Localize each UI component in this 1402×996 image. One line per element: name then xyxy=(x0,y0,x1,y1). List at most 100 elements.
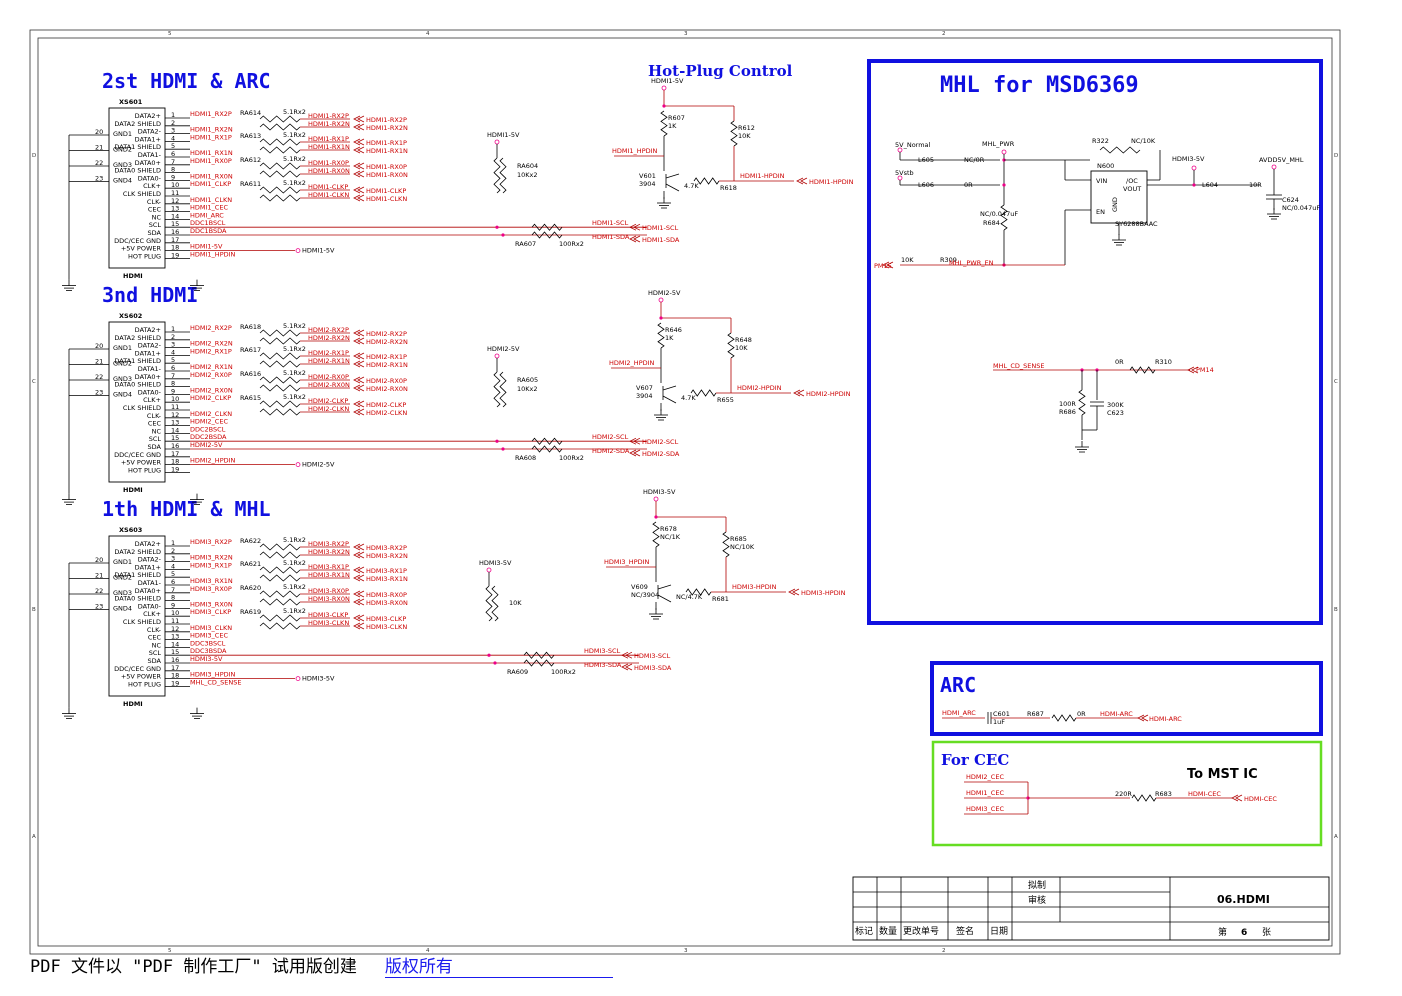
pin-name: DATA1 SHIELD xyxy=(114,571,161,579)
pin-net-label: HDMI3_RX2P xyxy=(190,538,232,546)
resistor-zigzag xyxy=(531,437,563,445)
resistor-array-value: 5.1Rx2 xyxy=(283,393,306,401)
pin-number: 18 xyxy=(171,458,179,466)
gnd-pin-name: GND1 xyxy=(113,344,132,352)
pin-number: 17 xyxy=(171,236,179,244)
arc-box xyxy=(930,661,1323,736)
resistor-array-ref: RA620 xyxy=(240,584,261,592)
offpage-net-label: HDMI3-CLKP xyxy=(366,615,406,623)
outer-frame xyxy=(29,29,1341,955)
mhl-part: L605 xyxy=(918,156,934,164)
pin-number: 1 xyxy=(171,111,175,119)
gnd-pin-name: GND4 xyxy=(113,605,132,613)
supply-label: HDMI3-5V xyxy=(302,675,335,683)
offpage-arrow xyxy=(353,614,365,622)
resistor-zigzag xyxy=(259,376,301,384)
pin-number: 3 xyxy=(171,127,175,135)
offpage-arrow xyxy=(788,588,800,596)
gnd-pin-name: GND4 xyxy=(113,177,132,185)
pin-name: DATA0- xyxy=(138,388,162,396)
resistor-array-value: 5.1Rx2 xyxy=(283,179,306,187)
connector-label: HDMI xyxy=(123,486,143,494)
gnd-pin-number: 21 xyxy=(95,144,103,152)
pin-number: 6 xyxy=(171,364,175,372)
zone-row: A xyxy=(32,834,36,840)
test-point xyxy=(1001,149,1007,155)
arc-part: 1uF xyxy=(993,718,1005,726)
mhl-net: 5V_Normal xyxy=(895,141,931,149)
offpage-arrow xyxy=(353,329,365,337)
junction-dot xyxy=(659,316,663,320)
pin-number: 16 xyxy=(171,656,179,664)
tb-drawing-name: 06.HDMI xyxy=(1217,893,1270,906)
zone-row: D xyxy=(1334,153,1338,159)
mhl-net: MHL_PWR_EN xyxy=(949,259,994,267)
supply-label: HDMI1-5V xyxy=(302,247,335,255)
resistor-zigzag xyxy=(259,146,301,154)
hotplug-hpdin-label: HDMI3_HPDIN xyxy=(604,558,650,566)
resistor-zigzag xyxy=(727,332,735,359)
offpage-arrow xyxy=(353,194,365,202)
test-point xyxy=(1191,165,1197,171)
offpage-arrow xyxy=(353,352,365,360)
tb-date: 日期 xyxy=(990,926,1008,937)
mhl-net: PM15 xyxy=(874,262,892,270)
offpage-net-label: HDMI3-RX2N xyxy=(366,552,408,560)
arc-part: 0R xyxy=(1077,710,1086,718)
ic-pin: EN xyxy=(1096,208,1105,216)
gnd-pin-name: GND3 xyxy=(113,375,132,383)
arc-title: ARC xyxy=(940,673,976,697)
arc-net: HDMI-ARC xyxy=(1149,715,1182,723)
out-net-label: HDMI3-RX2N xyxy=(308,548,350,556)
gnd-pin-number: 22 xyxy=(95,587,103,595)
pin-name: DATA2- xyxy=(138,128,162,136)
pin-name: CLK+ xyxy=(143,610,161,618)
pin-number: 2 xyxy=(171,547,175,555)
pullup-supply-label: HDMI1-5V xyxy=(487,131,520,139)
mhl-title: MHL for MSD6369 xyxy=(940,73,1139,98)
pin-net-label: DDC2BSDA xyxy=(190,433,227,441)
mhl-net: 5Vstb xyxy=(895,169,914,177)
tb-review: 审核 xyxy=(1028,894,1046,906)
resistor-array-value: 5.1Rx2 xyxy=(283,559,306,567)
pin-net-label: HDMI2_RX1P xyxy=(190,347,232,355)
resistor-zigzag xyxy=(259,337,301,345)
pin-name: CLK+ xyxy=(143,182,161,190)
out-net-label: HDMI1-RX1N xyxy=(308,143,350,151)
pin-name: SCL xyxy=(149,649,162,657)
pullup-value: 10Kx2 xyxy=(517,385,538,393)
offpage-arrow xyxy=(353,360,365,368)
gnd-pin-name: GND2 xyxy=(113,574,132,582)
zone-row: D xyxy=(32,153,36,159)
offpage-net-label: HDMI3-SDA xyxy=(634,664,672,672)
out-net-label: HDMI2-RX0P xyxy=(308,373,349,381)
pin-number: 7 xyxy=(171,372,175,380)
pin-number: 17 xyxy=(171,450,179,458)
tb-sheet-number: 6 xyxy=(1241,928,1247,938)
pin-name: CLK- xyxy=(147,198,162,206)
pin-name: DATA1- xyxy=(138,151,162,159)
pin-number: 15 xyxy=(171,434,179,442)
pin-number: 18 xyxy=(171,672,179,680)
resistor-zigzag xyxy=(531,445,563,453)
arc-part: C601 xyxy=(993,710,1010,718)
junction-dot xyxy=(495,439,499,443)
pin-name: DATA2- xyxy=(138,342,162,350)
offpage-arrow xyxy=(353,186,365,194)
pin-number: 19 xyxy=(171,679,179,687)
out-net-label: HDMI1-RX0P xyxy=(308,159,349,167)
resistor-zigzag xyxy=(259,186,301,194)
cec-title: For CEC xyxy=(941,751,1009,769)
cec-net: HDMI-CEC xyxy=(1244,795,1277,803)
pin-number: 3 xyxy=(171,341,175,349)
resistor-zigzag xyxy=(259,400,301,408)
footer-link[interactable]: 版权所有 xyxy=(384,957,613,978)
offpage-net-label: HDMI2-RX2N xyxy=(366,338,408,346)
pin-net-label: HDMI3_CEC xyxy=(190,632,228,640)
hotplug-r-value: NC/10K xyxy=(730,543,755,551)
gnd-pin-number: 20 xyxy=(95,128,103,136)
pin-number: 1 xyxy=(171,325,175,333)
resistor-array-ref: RA619 xyxy=(240,608,261,616)
pin-number: 4 xyxy=(171,134,175,142)
